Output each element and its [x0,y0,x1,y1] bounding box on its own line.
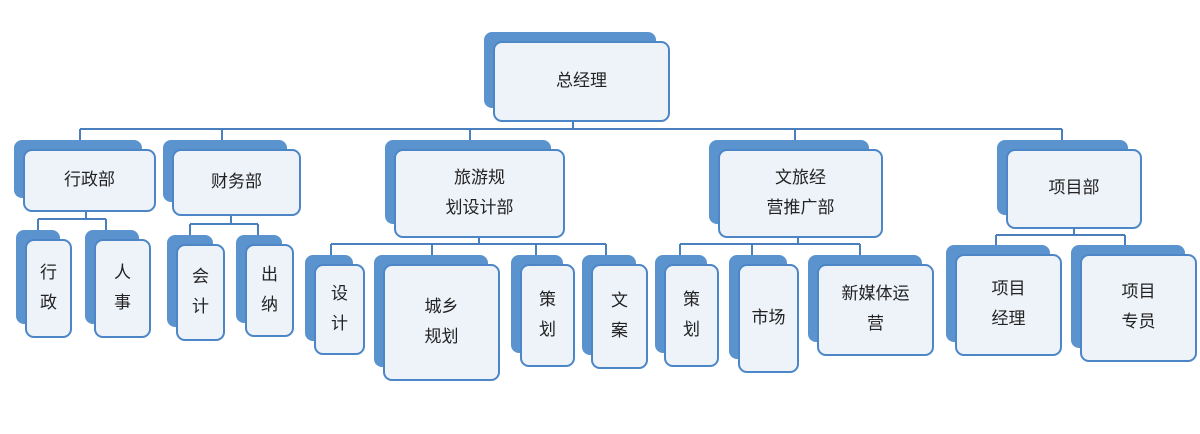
node-label-line: 事 [114,292,131,313]
node-marketing: 市场 [729,255,799,373]
card-box: 财务部 [172,149,301,216]
node-label-line: 设 [331,283,348,304]
node-label-line: 策 [539,289,556,310]
node-label-line: 案 [611,320,628,341]
node-label-line: 经理 [991,309,1026,329]
node-label: 项目经理 [992,275,1026,335]
node-culture-tourism-dept: 文旅经营推广部 [709,140,883,238]
card-box: 会计 [176,244,225,341]
node-label: 市场 [752,304,786,334]
card-box: 项目经理 [955,254,1062,356]
node-label-line: 划 [683,319,700,340]
node-label-line: 文 [611,290,628,311]
node-label: 设计 [331,280,348,340]
node-label-line: 项目 [991,279,1026,300]
node-label: 项目部 [1049,174,1100,204]
node-project-specialist: 项目专员 [1071,245,1197,362]
node-label: 总经理 [556,67,607,97]
connector-admin [37,210,107,230]
card-box: 总经理 [493,41,670,122]
node-cashier: 出纳 [236,235,294,337]
node-label-line: 计 [192,296,209,317]
node-planning-a: 策划 [511,255,575,367]
node-label-line: 新媒体运 [841,284,910,305]
card-box: 新媒体运营 [817,264,934,356]
connector-project [995,227,1126,245]
node-label-line: 会 [192,266,209,287]
node-label-line: 出 [261,264,278,285]
node-urban-rural-planning: 城乡规划 [374,255,500,381]
node-label: 项目专员 [1122,278,1156,338]
node-label-line: 文旅经 [775,167,826,188]
node-label-line: 专员 [1121,312,1156,332]
node-finance-dept: 财务部 [163,140,301,216]
node-accounting: 会计 [167,235,225,341]
node-label: 文案 [611,287,628,347]
node-label: 策划 [683,286,700,346]
node-label-line: 财务部 [211,171,262,192]
node-label-line: 策 [683,289,700,310]
node-copywriting: 文案 [582,255,648,369]
node-label-line: 政 [40,292,57,313]
card-box: 城乡规划 [383,264,500,381]
node-label: 城乡规划 [425,293,459,353]
card-box: 策划 [520,264,575,367]
node-label: 策划 [539,286,556,346]
node-label: 行政部 [64,166,115,196]
node-label: 财务部 [211,168,262,198]
card-box: 项目部 [1006,149,1142,229]
node-label-line: 总经理 [556,70,607,91]
connector-tourism [330,236,607,255]
card-box: 旅游规划设计部 [394,149,565,238]
card-box: 市场 [738,264,799,373]
node-label-line: 项目 [1121,282,1156,303]
node-label: 旅游规划设计部 [446,164,514,224]
node-label-line: 旅游规 [454,167,505,188]
node-label-line: 市场 [751,307,786,328]
node-new-media: 新媒体运营 [808,255,934,356]
card-box: 项目专员 [1080,254,1197,362]
node-hr: 人事 [85,230,151,338]
node-project-manager: 项目经理 [946,245,1062,356]
node-label-line: 营 [867,314,884,334]
card-box: 设计 [314,264,365,355]
card-box: 文案 [591,264,648,369]
node-admin-staff: 行政 [16,230,72,338]
node-label-line: 计 [331,313,348,334]
node-label-line: 行 [40,262,57,283]
node-label-line: 项目部 [1048,178,1100,199]
node-planning-b: 策划 [655,255,719,367]
connector-root [79,116,1063,140]
node-label-line: 行政部 [64,169,115,190]
node-label-line: 营推广部 [766,197,835,218]
card-box: 策划 [664,264,719,367]
node-label-line: 纳 [261,294,278,315]
node-label-line: 规划 [424,326,459,347]
connector-culture [679,236,861,255]
node-label: 人事 [114,259,131,319]
node-label: 会计 [192,263,209,323]
card-box: 人事 [94,239,151,338]
node-tourism-planning-dept: 旅游规划设计部 [385,140,565,238]
node-general-manager: 总经理 [484,32,670,122]
node-label: 文旅经营推广部 [767,164,835,224]
card-box: 文旅经营推广部 [718,149,883,238]
node-project-dept: 项目部 [997,140,1142,229]
card-box: 行政部 [23,149,156,212]
node-label: 出纳 [261,261,278,321]
node-label-line: 划 [539,319,556,340]
node-admin-dept: 行政部 [14,140,156,212]
node-label: 行政 [40,259,57,319]
connector-finance [189,215,259,235]
card-box: 行政 [25,239,72,338]
node-design: 设计 [305,255,365,355]
node-label-line: 城乡 [424,296,459,317]
node-label: 新媒体运营 [842,280,910,340]
node-label-line: 人 [114,262,131,283]
node-label-line: 划设计部 [445,197,514,218]
card-box: 出纳 [245,244,294,337]
